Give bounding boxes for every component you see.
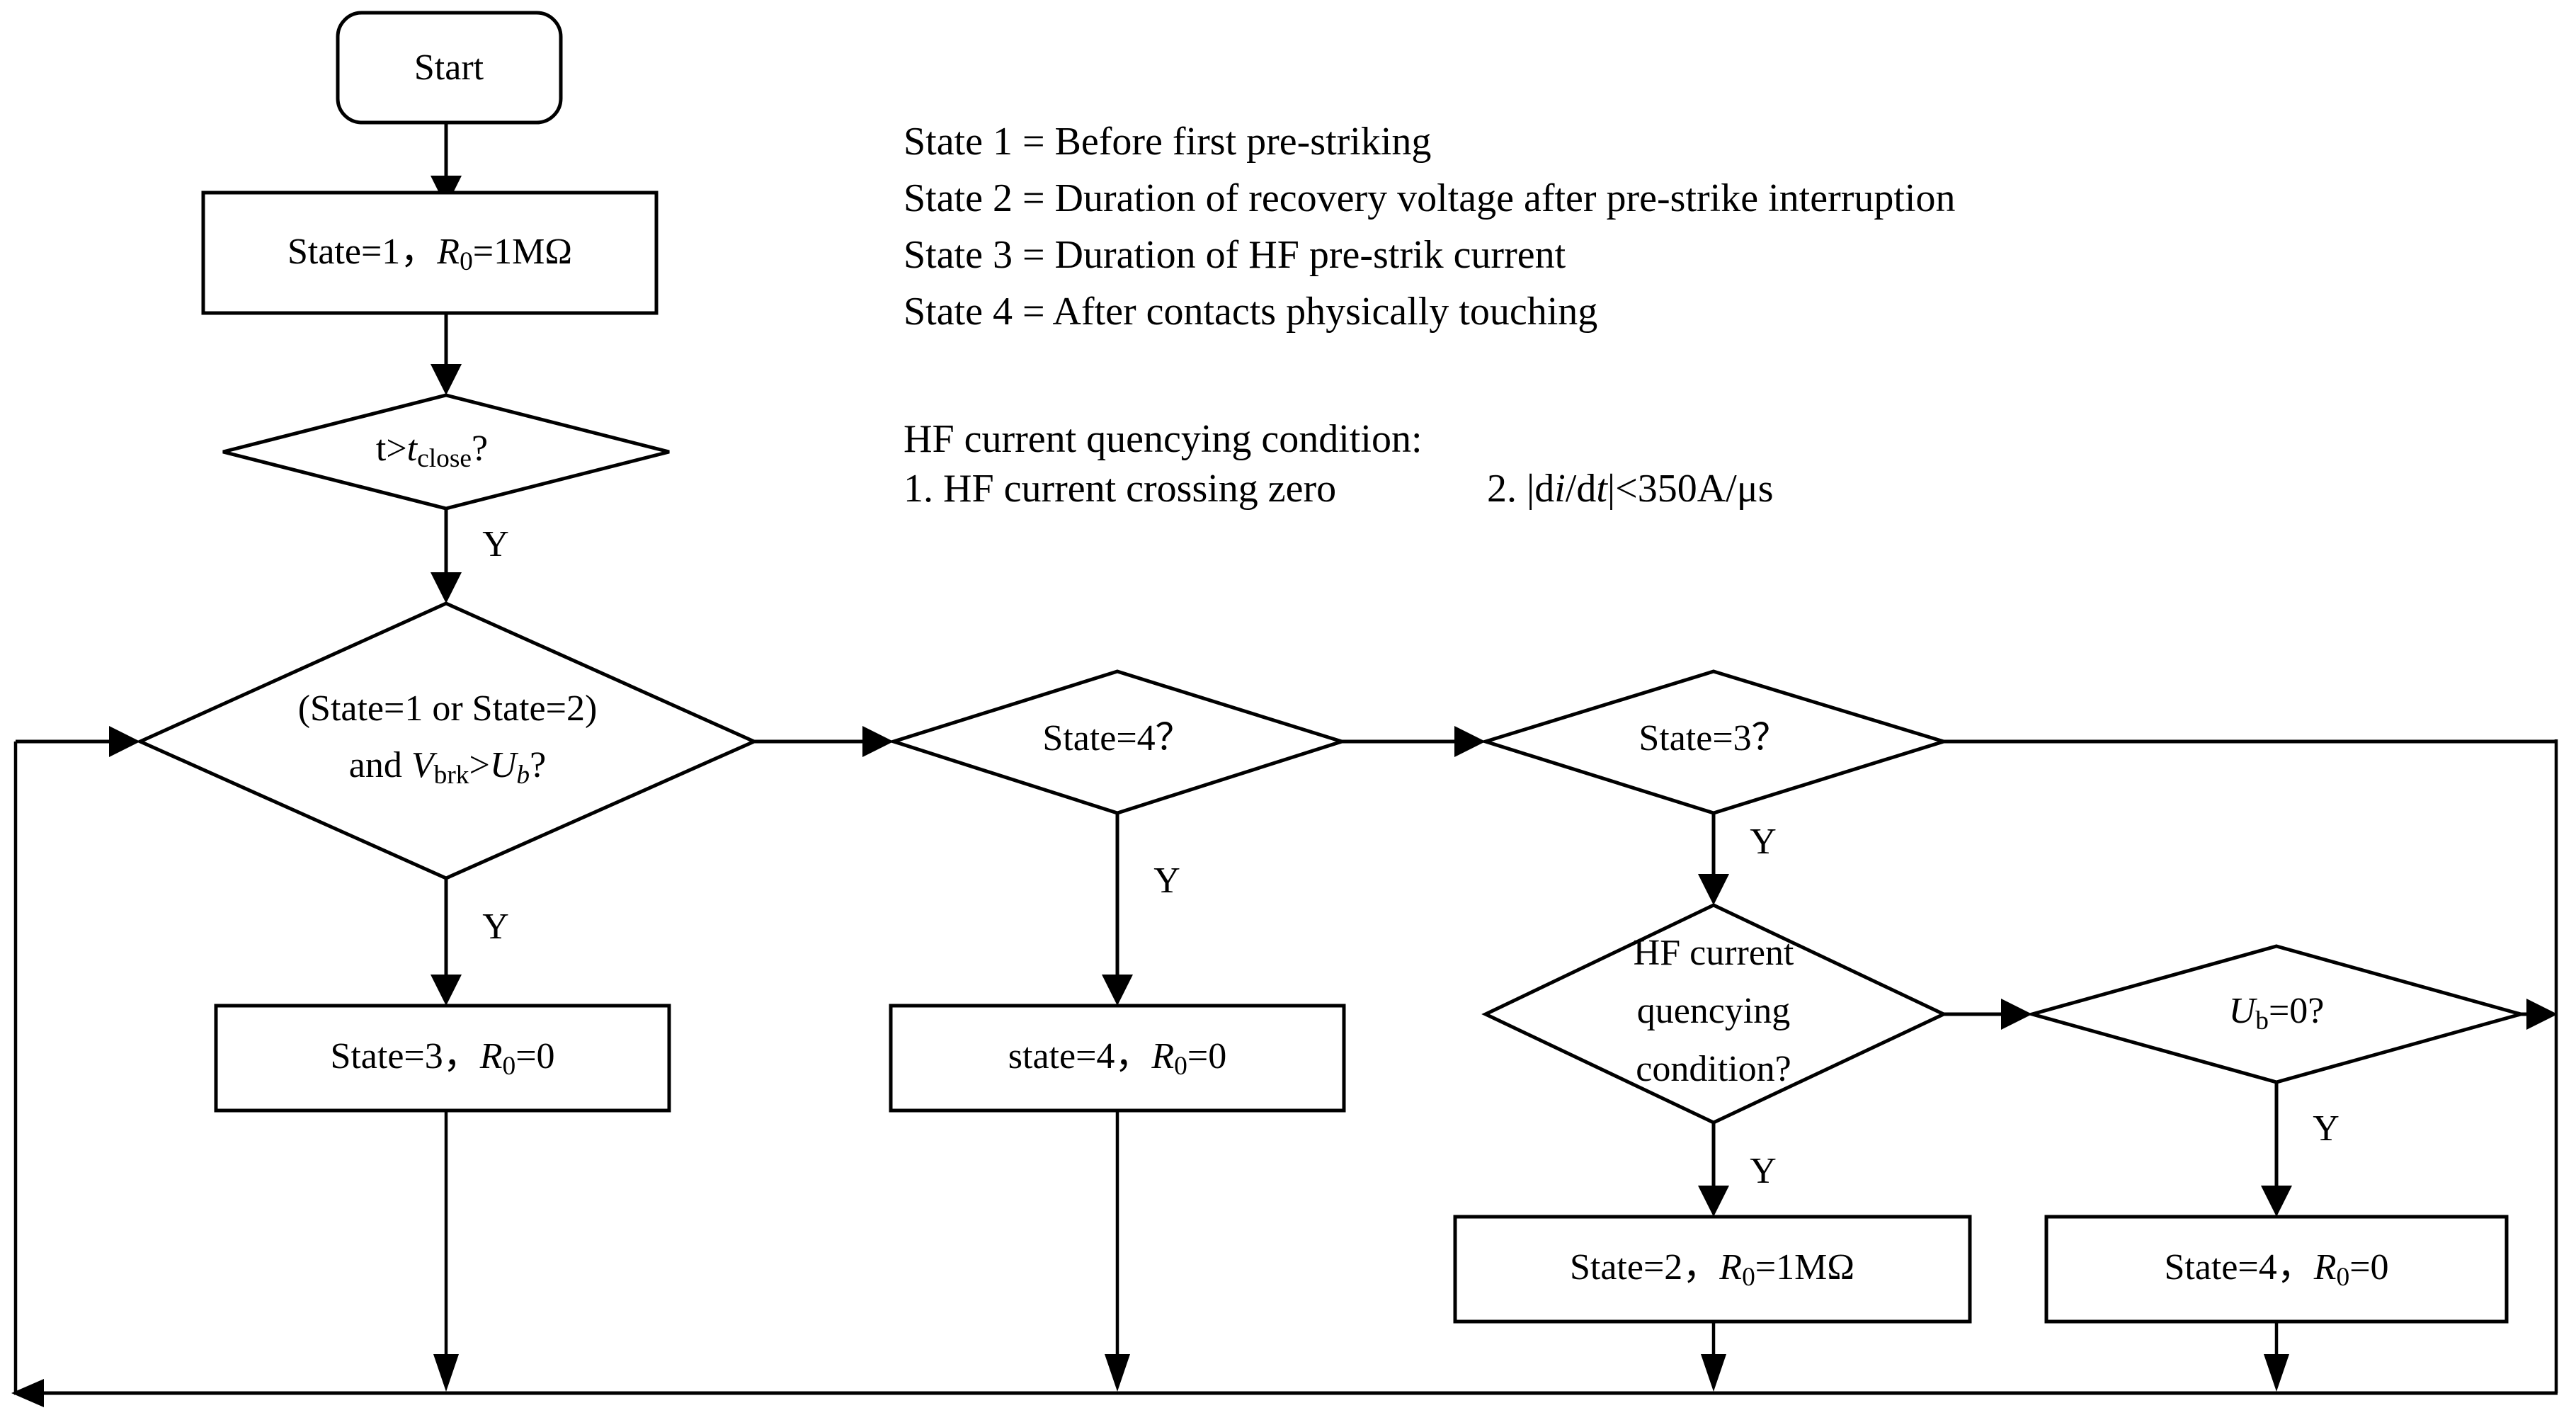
legend-condition-item-1: 1. HF current crossing zero [904,467,1336,511]
node-set-state4-right[interactable] [2044,1215,2509,1324]
arrowhead-state12-no-to-state4 [862,726,894,757]
connector-layer [11,124,2558,1407]
arrowhead-bottom-bus-left [11,1379,44,1407]
node-set-state3[interactable] [214,1004,671,1113]
branch-label-hfquench-yes: Y [1750,1151,1777,1191]
legend-state-4: State 4 = After contacts physically touc… [904,290,1597,334]
arrowhead-hfquench-to-setstate2 [1698,1186,1729,1217]
arrowhead-hfquench-no-to-ub [2001,999,2032,1030]
node-state12-decision[interactable] [135,601,759,880]
shape-layer: Start State=1，R0=1MΩ t>tclose? (State=1 … [135,11,2528,1324]
node-set-state4-right-label: State=4，R0=0 [2164,1247,2388,1292]
arrowhead-ub-no-to-right-bus [2526,999,2558,1030]
node-tclose-label: t>tclose? [376,428,488,473]
node-hf-quench-line3: condition? [1636,1049,1791,1089]
node-ub-decision[interactable] [2025,944,2528,1084]
arrowhead-setstate3-to-bottom [433,1354,459,1392]
node-set-state3-label: State=3，R0=0 [330,1036,554,1081]
arrowhead-state4-to-setstate4mid [1102,975,1133,1006]
node-start[interactable] [336,11,563,125]
arrowhead-state3-to-hfquench [1698,874,1729,905]
branch-label-state12-yes: Y [482,907,509,947]
branch-label-tclose-yes: Y [482,524,509,564]
node-state3-label: State=3？ [1639,718,1788,759]
node-state12-label-line1: (State=1 or State=2) [298,688,598,729]
node-set-state2[interactable] [1453,1215,1972,1324]
branch-label-state3-yes: Y [1750,822,1777,862]
arrowhead-setstate2-to-bottom [1701,1354,1726,1392]
node-state4-label: State=4？ [1042,718,1192,759]
node-hf-quench-line2: quencying [1637,991,1791,1031]
arrowhead-ub-to-setstate4right [2261,1186,2292,1217]
branch-label-layer: Y Y Y Y Y Y [482,524,2340,1191]
node-ub-label: Ub=0? [2229,991,2325,1035]
node-hf-quench-decision[interactable] [1481,903,1948,1125]
arrowhead-tclose-to-state12 [431,572,462,603]
legend-state-2: State 2 = Duration of recovery voltage a… [904,176,1955,220]
legend-state-1: State 1 = Before first pre-striking [904,120,1431,164]
node-hf-quench-line1: HF current [1634,933,1794,973]
arrowhead-left-bus-to-state12 [109,726,140,757]
arrowhead-state4-no-to-state3 [1454,726,1486,757]
legend-layer: State 1 = Before first pre-striking Stat… [904,120,1955,511]
node-state12-label-line2: and Vbrk>Ub? [349,745,546,790]
node-set-state4-mid-label: state=4，R0=0 [1008,1036,1226,1081]
node-state3-decision[interactable] [1479,669,1950,815]
branch-label-state4-yes: Y [1153,860,1180,901]
legend-state-3: State 3 = Duration of HF pre-strik curre… [904,233,1566,277]
node-state4-decision[interactable] [887,669,1348,815]
node-start-label: Start [414,47,484,88]
legend-condition-item-2: 2. |di/dt|<350A/μs [1487,467,1774,511]
arrowhead-setstate4mid-to-bottom [1105,1354,1130,1392]
branch-label-ub-yes: Y [2313,1108,2340,1149]
node-set-state2-label: State=2，R0=1MΩ [1570,1247,1854,1292]
legend-condition-heading: HF current quencying condition: [904,417,1423,461]
node-set-state4-mid[interactable] [889,1004,1346,1113]
arrowhead-setstate4right-to-bottom [2264,1354,2289,1392]
node-tclose-decision[interactable] [222,393,670,511]
node-init-label: State=1，R0=1MΩ [287,232,572,276]
arrowhead-state12-to-setstate3 [431,975,462,1006]
arrowhead-init-to-tclose [431,364,462,395]
node-init[interactable] [201,191,659,315]
